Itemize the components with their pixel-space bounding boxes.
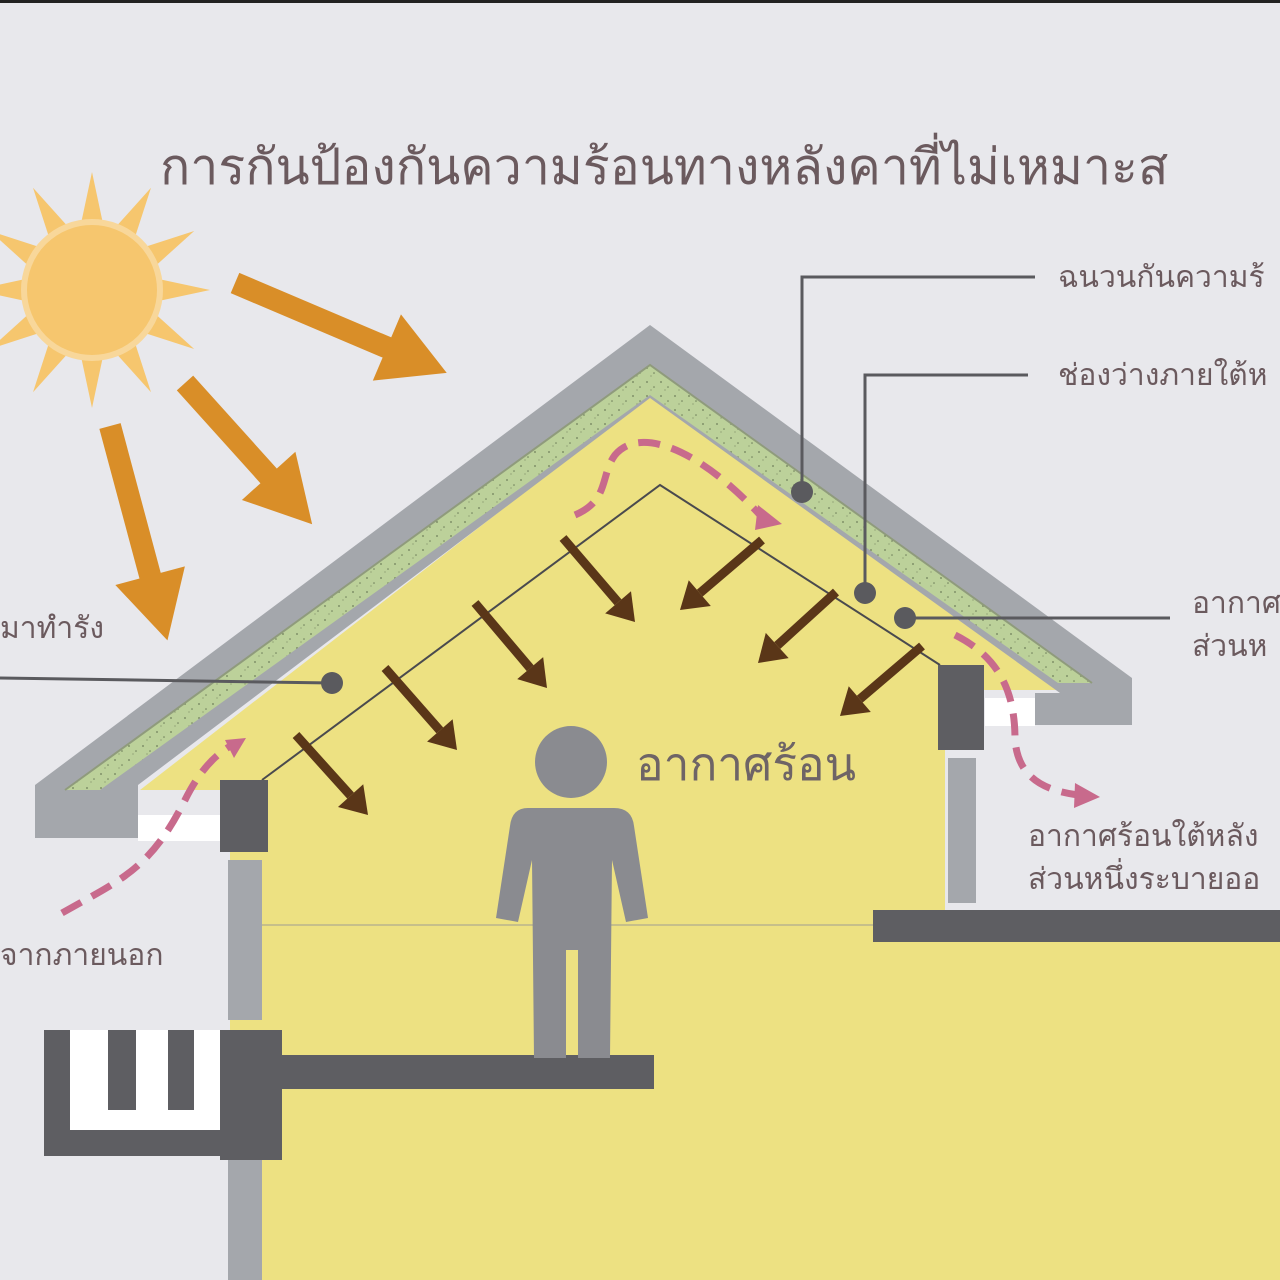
top-border	[0, 0, 1280, 3]
heat-arrow-shaft	[774, 588, 840, 649]
diagram-title: การกันป้องกันความร้อนทางหลังคาที่ไม่เหมา…	[160, 138, 1169, 196]
heat-arrow-shaft	[696, 536, 765, 597]
insulation-outline	[64, 363, 1093, 791]
label-hot-air-right-2: ส่วนห	[1192, 629, 1268, 664]
right-beam	[938, 665, 984, 750]
floor-slab	[262, 1055, 654, 1089]
sun-ray	[81, 172, 103, 223]
label-attic-space: ช่องว่างภายใต้ห	[1058, 358, 1268, 393]
airflow-head-left	[225, 738, 246, 758]
airflow-paths	[60, 438, 1079, 917]
sun-ray	[144, 314, 195, 349]
dot-hot-air-right	[894, 607, 916, 629]
dot-attic-space	[854, 582, 876, 604]
heat-arrow-head	[517, 657, 547, 688]
label-left-intrude: มาทำรัง	[0, 611, 105, 646]
sun-ray	[0, 279, 25, 301]
dot-left	[321, 672, 343, 694]
airflow-head-top	[755, 505, 782, 530]
sun-ray	[33, 187, 68, 238]
solar-radiation-arrows	[99, 272, 447, 641]
heat-arrow-head	[337, 784, 368, 815]
heat-arrow-head	[680, 580, 711, 610]
sun-ray	[116, 342, 151, 393]
airflow-out-right	[953, 631, 1079, 799]
airflow-head-right	[1074, 783, 1100, 808]
sun-ray	[33, 342, 68, 393]
dot-insulation	[791, 481, 813, 503]
airflow-arrowheads	[225, 505, 1100, 808]
sun-arrow-2	[176, 375, 313, 525]
heat-arrow-shaft	[381, 665, 444, 734]
heat-arrow-shaft	[292, 731, 354, 799]
eave-gap-right	[985, 698, 1035, 726]
heat-arrow-shaft	[559, 535, 622, 606]
heat-arrow-shaft	[471, 600, 534, 672]
heat-transfer-arrows	[292, 535, 925, 815]
leader-left	[0, 676, 333, 685]
callout-dots	[321, 481, 916, 694]
callout-leaders	[0, 275, 1170, 685]
leader-insulation	[800, 275, 1035, 492]
heat-arrow-head	[840, 686, 871, 716]
label-hot-air-center: อากาศร้อน	[636, 737, 857, 791]
sun-ray	[81, 357, 103, 408]
sun-ray	[116, 187, 151, 238]
sun-icon	[0, 172, 210, 408]
airflow-in-left	[60, 741, 234, 917]
label-insulation: ฉนวนกันความร้	[1058, 260, 1265, 295]
left-floor-beam	[220, 1030, 282, 1160]
heat-arrow-shaft	[856, 642, 925, 703]
airflow-attic-top	[573, 438, 763, 519]
person-icon	[496, 726, 648, 1058]
leader-attic-space	[863, 373, 1028, 593]
left-wall-lower	[228, 1160, 262, 1280]
sun-arrow-3	[99, 423, 185, 641]
sun-ray	[144, 231, 195, 266]
label-hot-air-right-1: อากาศ	[1192, 586, 1280, 621]
right-floor-slab	[873, 910, 1280, 942]
label-left-outside: จากภายนอก	[0, 938, 164, 973]
left-wall-upper	[228, 860, 262, 1020]
heat-arrow-head	[427, 719, 457, 750]
label-vent-out-2: ส่วนหนึ่งระบายออ	[1028, 862, 1261, 897]
right-wall	[948, 758, 976, 903]
eave-gap-left	[138, 815, 230, 841]
left-beam	[220, 780, 268, 852]
label-vent-out-1: อากาศร้อนใต้หลัง	[1028, 819, 1259, 854]
heat-arrow-head	[605, 591, 635, 622]
sun-arrow-1	[230, 272, 447, 381]
sun-ray	[159, 279, 210, 301]
lower-window-sill	[70, 1110, 220, 1130]
heat-arrow-head	[758, 632, 789, 663]
